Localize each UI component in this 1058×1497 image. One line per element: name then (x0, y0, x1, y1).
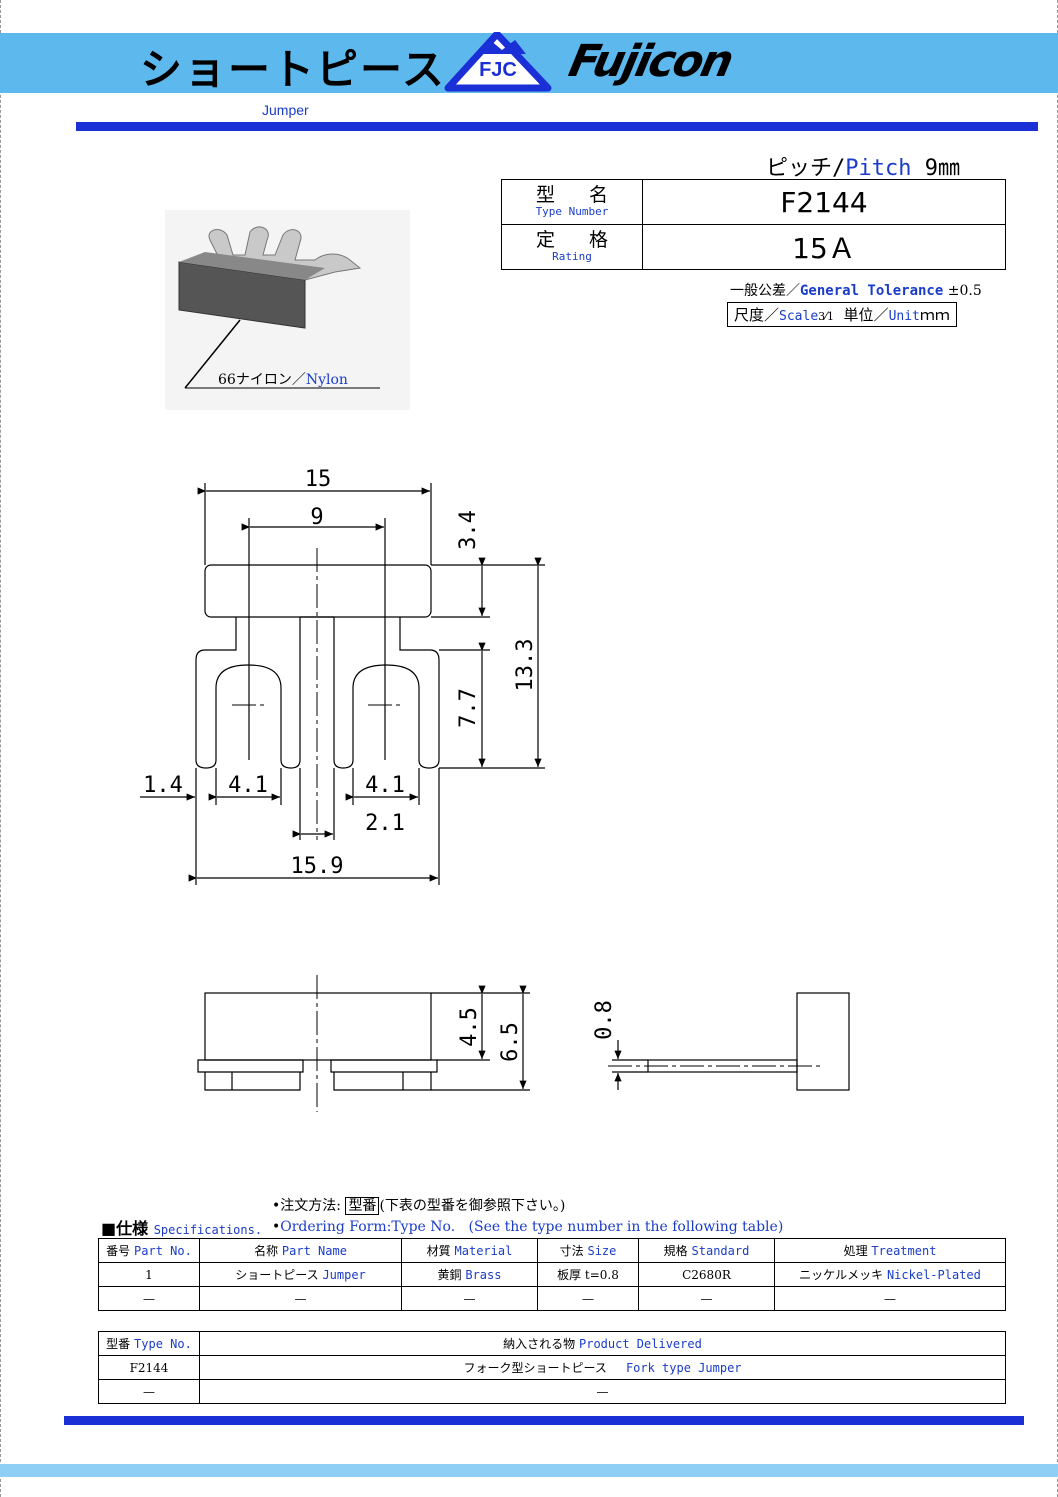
dim-4-1-right: 4.1 (365, 773, 405, 798)
type-number-value: F2144 (642, 179, 1006, 225)
table-header-row: 型番 Type No. 納入される物 Product Delivered (98, 1331, 1006, 1356)
dim-15-9: 15.9 (291, 854, 344, 879)
page-border-left (0, 0, 1, 1497)
scale-unit-box: 尺度／Scale3⁄1 単位／Unitｍｍ (727, 302, 957, 327)
type-spec-table: 型 名 Type Number F2144 定 格 Rating 15Ａ (501, 179, 1006, 270)
product-photo (165, 210, 410, 410)
dim-7-7: 7.7 (456, 688, 481, 728)
table-row: ——— ——— (98, 1286, 1006, 1311)
pitch-en: Pitch (845, 156, 912, 181)
dim-4-5: 4.5 (457, 1007, 482, 1047)
fjc-logo-text: FJC (479, 59, 517, 81)
pitch-value: 9㎜ (911, 156, 960, 181)
specifications-table: 番号 Part No. 名称 Part Name 材質 Material 寸法 … (98, 1238, 1006, 1311)
pitch-jp: ピッチ/ (766, 156, 846, 181)
photo-caption: 66ナイロン／Nylon (218, 372, 348, 388)
dim-9: 9 (310, 505, 323, 530)
table-header-row: 番号 Part No. 名称 Part Name 材質 Material 寸法 … (98, 1238, 1006, 1263)
dim-15: 15 (305, 467, 332, 492)
dim-3-4: 3.4 (456, 510, 481, 550)
jumper-illustration (178, 226, 380, 389)
pitch-label: ピッチ/Pitch 9㎜ (766, 150, 960, 182)
table-row: F2144 フォーク型ショートピース Fork type Jumper (98, 1355, 1006, 1380)
dim-13-3: 13.3 (513, 639, 538, 692)
right-fork (333, 617, 440, 769)
top-view-housing (204, 564, 432, 618)
ordering-info: •注文方法: 型番(下表の型番を御参照下さい。) •Ordering Form:… (272, 1197, 784, 1235)
header-rule (76, 122, 1038, 131)
rating-label: 定 格 Rating (501, 224, 643, 270)
side-view-housing (796, 992, 850, 1091)
specifications-heading: ■仕様 Specifications. (101, 1219, 263, 1238)
dim-4-1-left: 4.1 (228, 773, 268, 798)
dim-6-5: 6.5 (498, 1022, 523, 1062)
dim-2-1: 2.1 (365, 811, 405, 836)
left-fork (195, 617, 301, 769)
side-view-plate (647, 1059, 798, 1073)
front-view-housing (204, 992, 432, 1061)
dim-0-8: 0.8 (592, 1000, 617, 1040)
page-title: ショートピース (140, 45, 446, 94)
product-delivered-table: 型番 Type No. 納入される物 Product Delivered F21… (98, 1331, 1006, 1404)
footer-band (0, 1464, 1058, 1477)
general-tolerance: 一般公差／General Tolerance ±0.5 (730, 283, 982, 299)
rating-value: 15Ａ (642, 224, 1006, 270)
footer-rule (64, 1416, 1024, 1425)
table-row: 1 ショートピース Jumper 黄銅 Brass 板厚 t=0.8 C2680… (98, 1262, 1006, 1287)
fjc-logo: FJC (444, 32, 552, 92)
table-row: —— (98, 1379, 1006, 1404)
dim-1-4: 1.4 (143, 773, 183, 798)
page-subtitle: Jumper (262, 102, 309, 118)
type-number-label: 型 名 Type Number (501, 179, 643, 225)
